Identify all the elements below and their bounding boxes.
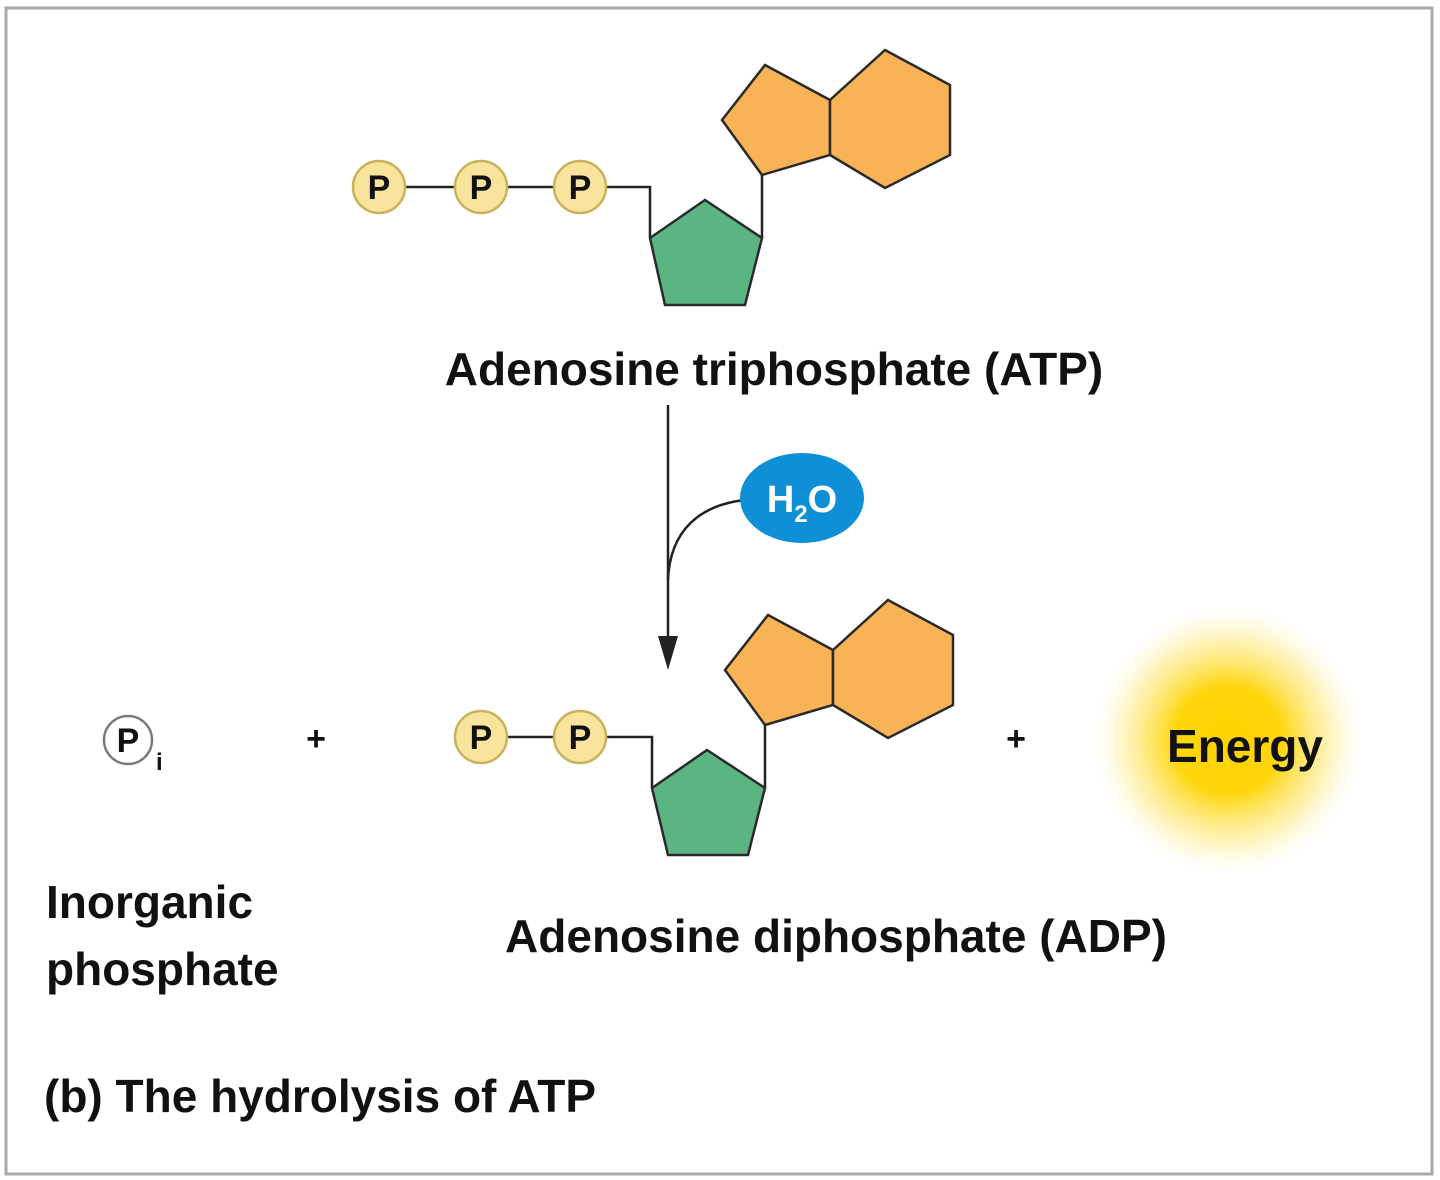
reaction-arrow (658, 405, 746, 670)
energy-glow (1093, 605, 1363, 875)
svg-text:P: P (470, 169, 493, 207)
figure-caption: (b) The hydrolysis of ATP (44, 1070, 596, 1122)
svg-text:P: P (569, 719, 592, 757)
adp-molecule: P P (453, 598, 955, 857)
atp-molecule: P P P (351, 48, 952, 307)
svg-text:P: P (368, 169, 391, 207)
plus-sign: + (306, 720, 326, 758)
svg-text:P: P (117, 722, 140, 760)
svg-text:P: P (470, 719, 493, 757)
phosphate-group: P (453, 709, 509, 765)
phosphate-group: P (453, 159, 509, 215)
phosphate-group: P (552, 709, 608, 765)
ribose-sugar-pentagon (648, 198, 764, 307)
adp-label: Adenosine diphosphate (ADP) (505, 910, 1167, 962)
svg-text:H2O: H2O (767, 479, 837, 528)
ribose-sugar-pentagon (650, 748, 767, 857)
atp-label: Adenosine triphosphate (ATP) (445, 343, 1104, 395)
water-molecule: H2O (740, 453, 864, 543)
adenine-hexagon-ring (828, 48, 952, 190)
figure-frame (4, 6, 1434, 1176)
inorganic-phosphate-label-line1: Inorganic (46, 876, 253, 928)
adenine-pentagon-ring (720, 63, 832, 177)
ribose-linker-bond (605, 735, 654, 788)
inorganic-phosphate: P i (102, 714, 163, 776)
svg-text:P: P (569, 169, 592, 207)
ribose-linker-bond (605, 185, 652, 238)
energy-label: Energy (1167, 720, 1323, 772)
adenine-hexagon-ring (831, 598, 955, 740)
plus-sign: + (1006, 720, 1026, 758)
phosphate-group: P (351, 159, 407, 215)
adenine-pentagon-ring (723, 613, 835, 727)
svg-text:i: i (156, 749, 163, 776)
phosphate-group: P (552, 159, 608, 215)
inorganic-phosphate-label-line2: phosphate (46, 943, 279, 995)
